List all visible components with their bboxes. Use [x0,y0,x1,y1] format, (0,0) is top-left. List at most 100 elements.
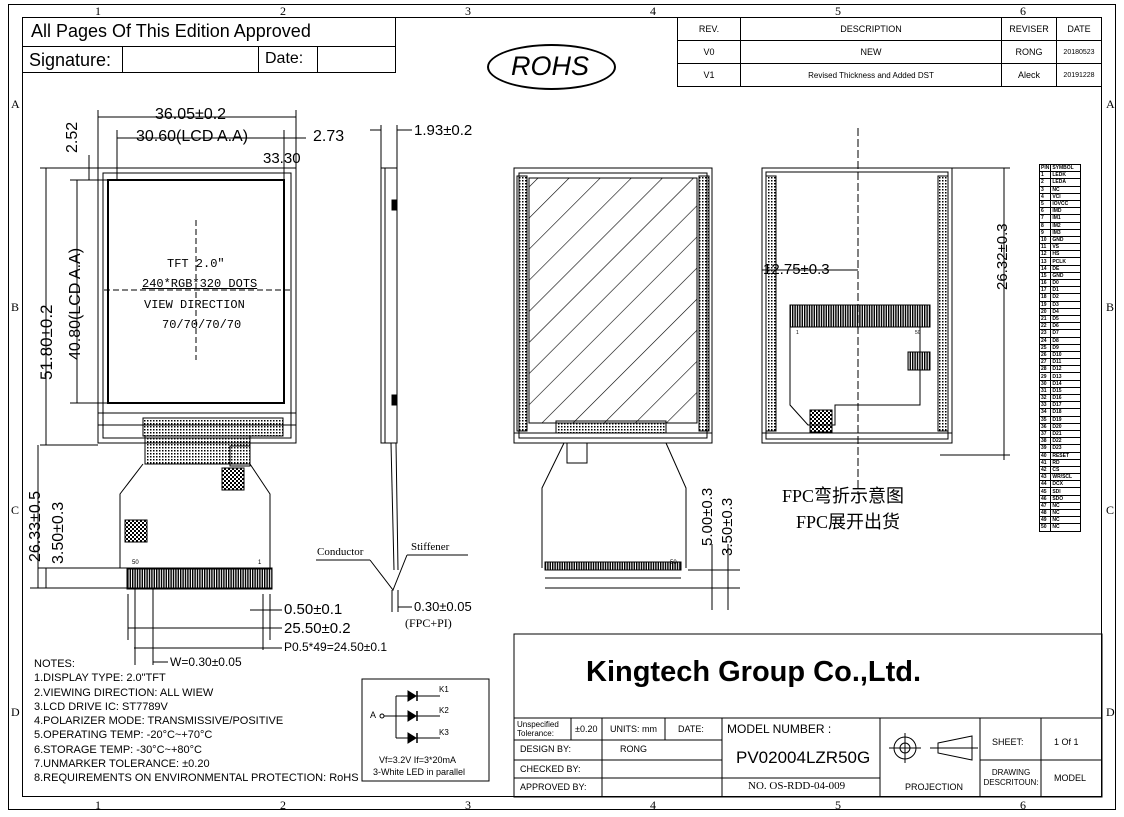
pin-number: 35 [1038,415,1052,424]
pin-number: 21 [1038,314,1052,324]
dim-fpc-thickness: 0.30±0.05 [414,599,472,614]
pin-symbol: D10 [1050,350,1081,360]
side-profile [380,167,398,444]
sheet-value: 1 Of 1 [1054,737,1079,747]
pin-symbol: D6 [1050,322,1081,331]
pin-50-label: 50 [132,560,139,566]
pin-symbol: VCI [1050,192,1081,201]
pin-symbol: D15 [1050,386,1081,396]
zone-top-6: 6 [1020,4,1026,18]
zone-left-b: B [11,300,20,314]
model-number: PV02004LZR50G [736,748,871,767]
fpc-bond-area [142,417,284,437]
pin-symbol: D7 [1050,329,1081,338]
caption-fpc-bent: FPC弯折示意图 [782,486,905,506]
zone-bottom-2: 2 [280,798,286,812]
pin-number: 45 [1038,487,1052,496]
pin-number: 50 [1038,523,1052,532]
led-box [361,678,490,782]
pin-symbol: RESET [1050,451,1081,460]
pin-symbol: IM2 [1050,221,1081,230]
side-view [316,125,468,612]
pin-symbol: IM1 [1050,214,1081,223]
note-item: 2.VIEWING DIRECTION: ALL WIEW [34,686,214,699]
note-item: 5.OPERATING TEMP: -20°C~+70°C [34,729,213,742]
pin-symbol: D3 [1050,300,1081,309]
pin-symbol: D22 [1050,437,1081,446]
pin-symbol: D0 [1050,278,1081,288]
zone-top-2: 2 [280,4,286,18]
symbol-header: SYMBOL [1050,163,1081,173]
note-item: 4.POLARIZER MODE: TRANSMISSIVE/POSITIVE [34,715,284,728]
zone-right-b: B [1106,300,1115,314]
back-outline [513,167,713,444]
front-view [30,110,306,665]
dim-5-00: 5.00±0.3 [699,487,716,546]
bent-fpc-contacts [789,304,931,328]
back-view [513,167,740,610]
lcd-active-area [107,179,285,404]
tolerance-value: ±0.20 [575,724,598,734]
label-view-direction: VIEW DIRECTION [144,298,245,312]
pin-symbol: HS [1050,250,1081,259]
zone-right-a: A [1106,97,1115,111]
pin-symbol: D4 [1050,307,1081,316]
led-circuit [361,678,490,782]
zone-top-3: 3 [465,4,471,18]
dim-width: 36.05±0.2 [155,106,227,123]
pin-symbol: D9 [1050,343,1081,352]
pin-symbol: IM3 [1050,228,1081,237]
revision-table: REV. DESCRIPTION REVISER DATE V0 NEW RON… [677,17,1102,87]
pin-number: 4 [1038,192,1052,201]
pin-number: 37 [1038,429,1052,439]
pin-number: 17 [1038,286,1052,295]
bent-pin-50-label: 50 [915,330,921,336]
pin-symbol: DE [1050,264,1081,273]
pin-symbol: D12 [1050,365,1081,374]
pin-number: 27 [1038,358,1052,367]
label-fpc-pi: (FPC+PI) [405,616,452,630]
label-stiffener: Stiffener [411,541,450,553]
date-cell: 20191228 [1056,63,1102,87]
rev-cell: V0 [677,40,741,64]
pin-symbol: SDO [1050,494,1081,503]
pin-number: 15 [1038,271,1052,281]
pin-symbol: VS [1050,243,1081,252]
pin-number: 9 [1038,228,1052,237]
pin-symbol: WR/SCL [1050,473,1081,482]
pin-symbol: SDI [1050,487,1081,496]
fpc-contacts [126,568,273,589]
note-item: 6.STORAGE TEMP: -30°C~+80°C [34,743,202,756]
pin-symbol: D11 [1050,358,1081,367]
stiffener-pad [221,467,245,491]
design-label: DESIGN BY: [520,744,572,754]
dim-aa-width: 30.60(LCD A.A) [136,128,249,145]
pin-number: 10 [1038,235,1052,245]
pin-symbol: D14 [1050,379,1081,388]
pin-symbol: LEDA [1050,178,1081,187]
pin-symbol: D23 [1050,444,1081,453]
checked-label: CHECKED BY: [520,764,581,774]
pin-number: 18 [1038,293,1052,302]
led-k1-label: K1 [439,685,449,694]
model-label: MODEL NUMBER : [727,722,832,736]
zone-left-a: A [11,97,20,111]
pin-number: 42 [1038,465,1052,475]
